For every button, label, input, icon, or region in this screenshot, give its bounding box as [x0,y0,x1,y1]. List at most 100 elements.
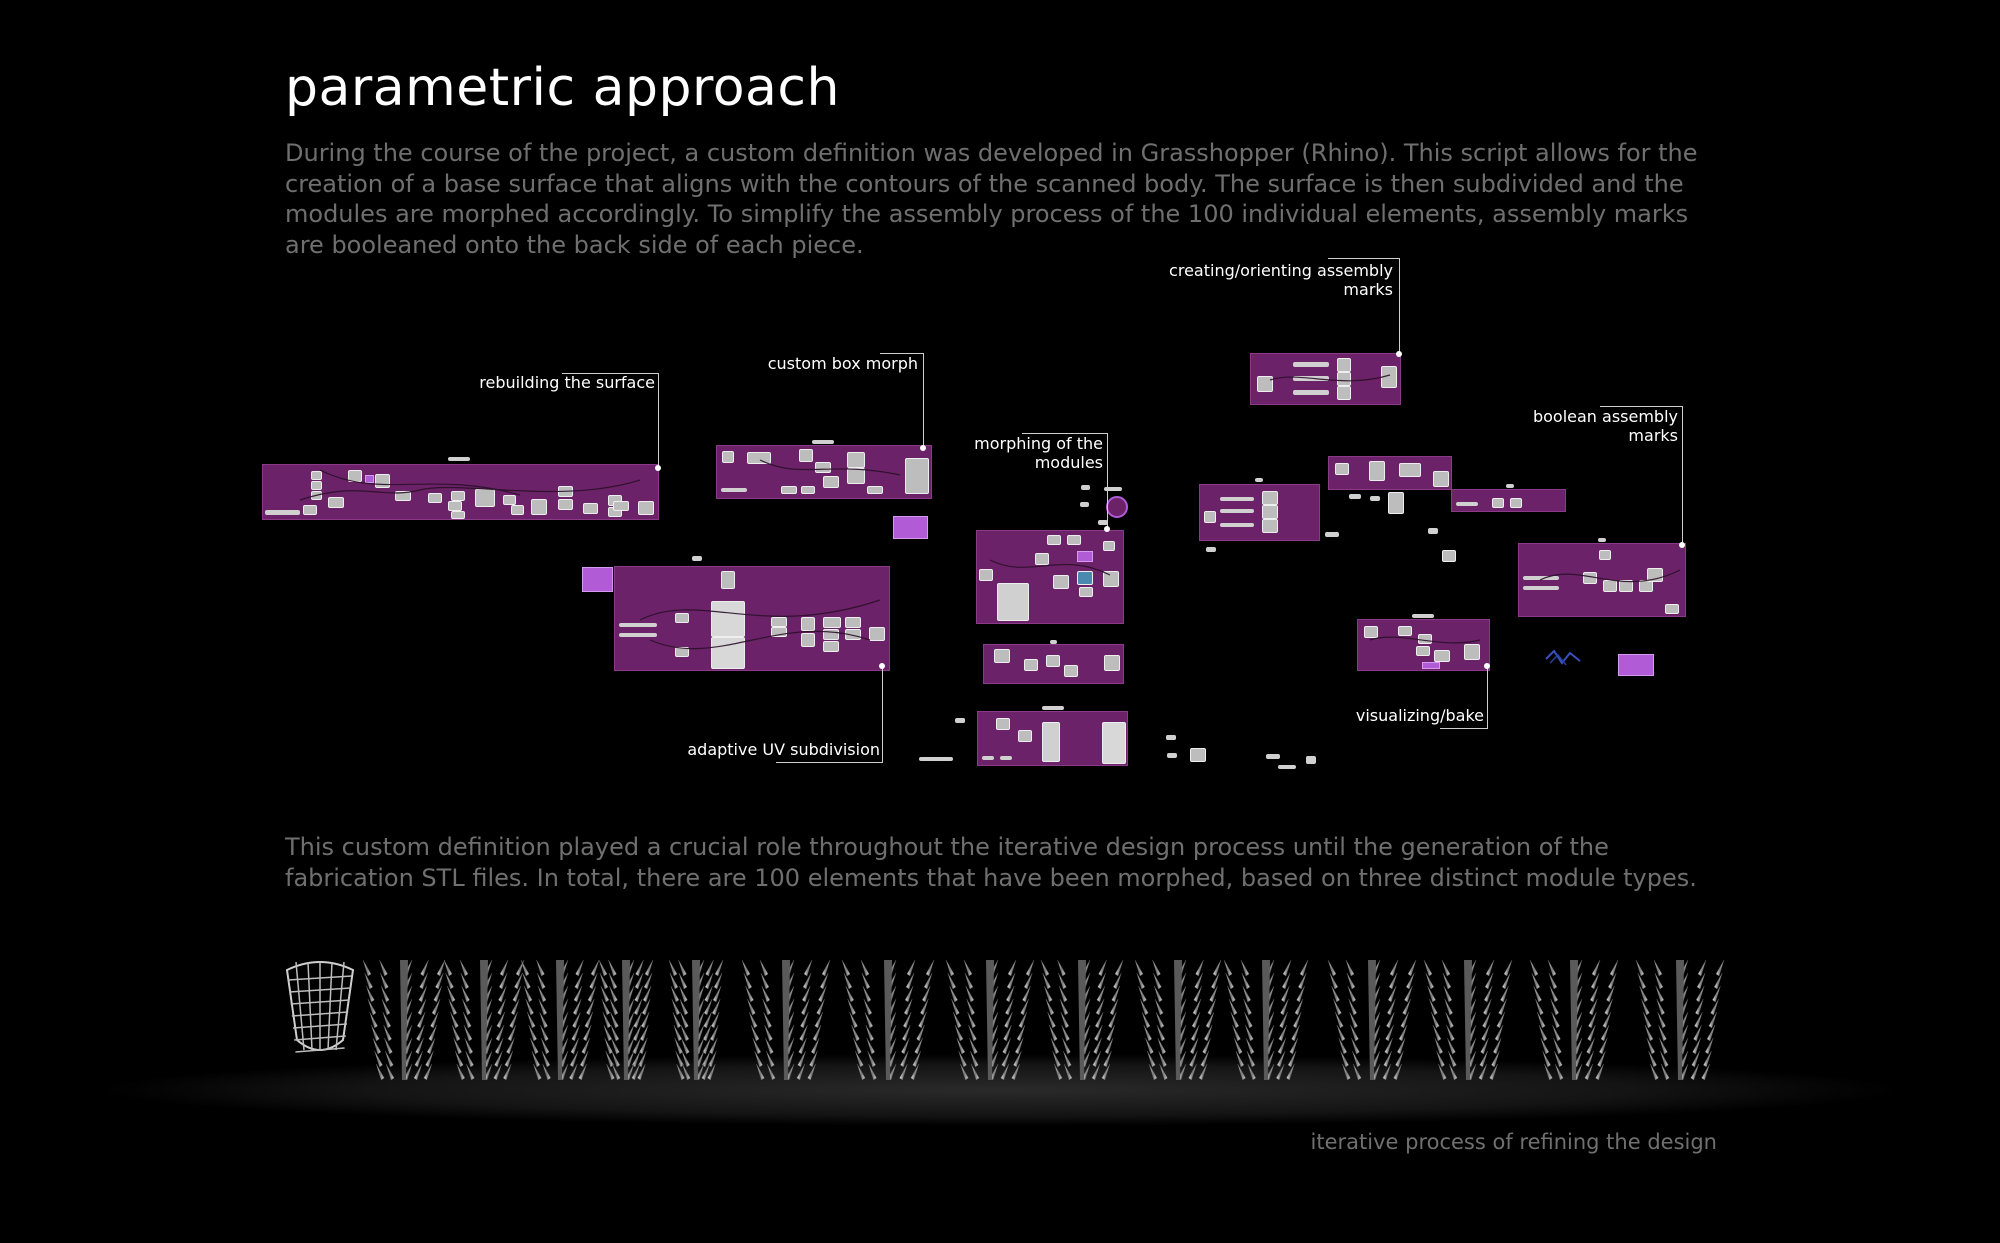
label-morphing-modules: morphing of the modules [900,434,1103,472]
spike-module [415,1037,424,1055]
form-spine [1262,960,1270,1080]
spike-module [1548,972,1558,990]
spike-module [964,972,974,990]
spike-module [425,1050,434,1068]
spike-module [416,1011,426,1029]
iteration-form [285,961,355,1053]
spike-module [1000,1063,1010,1081]
spike-module [1639,985,1648,1003]
iteration-form [1529,959,1619,1081]
spike-module [847,998,857,1016]
spike-module [1278,1024,1287,1042]
component-node [722,451,734,463]
spike-module [1535,998,1544,1016]
spike-module [673,1024,683,1042]
component-node [613,501,629,511]
spike-module [796,1063,806,1081]
spike-module [541,1050,551,1068]
highlight-panel [1618,654,1654,676]
component-node [1370,496,1380,501]
spike-module [819,972,829,990]
spike-module [1287,1050,1297,1068]
component-node [1206,547,1216,552]
spike-module [502,1063,512,1081]
spike-module [969,1037,978,1055]
spike-module [1713,972,1723,990]
spike-module [1022,985,1031,1003]
spike-module [800,1011,809,1029]
spike-module [947,972,957,990]
spike-module [1240,959,1250,977]
spike-module [1148,1063,1158,1081]
spike-module [745,985,754,1003]
spike-module [608,972,618,990]
component-node [1398,626,1412,636]
spike-module [1154,998,1164,1016]
spike-module [459,959,469,977]
component-node [328,497,344,508]
spike-module [1703,1050,1712,1068]
group-mark-transfer [1451,489,1566,512]
component-node [1325,532,1339,537]
spike-module [632,1037,641,1055]
spike-module [1114,959,1124,977]
spike-module [1660,1050,1669,1068]
component-node [1603,580,1617,592]
spike-module [612,1063,621,1081]
component-node [1024,659,1038,671]
spike-module [1156,1024,1166,1042]
spike-module [632,1024,642,1042]
spike-module [531,1050,541,1068]
spike-module [598,959,608,977]
spike-module [1494,1024,1504,1042]
spike-module [708,1050,717,1068]
spike-module [638,1050,647,1068]
component-node [503,495,516,505]
form-spine [884,960,892,1080]
spike-module [845,985,855,1003]
spike-module [676,1063,685,1081]
spike-module [1536,1011,1546,1029]
spike-module [1340,1050,1349,1068]
spike-module [1710,998,1719,1016]
spike-module [530,1037,539,1055]
spike-module [1345,959,1355,977]
spike-module [1715,959,1725,977]
spike-module [633,1011,642,1029]
spike-module [1092,1050,1101,1068]
spike-module [1598,1037,1608,1055]
group-module-output [977,711,1128,766]
spike-module [643,972,653,990]
component-node [303,505,317,515]
spike-module [635,959,644,977]
spike-module [609,998,619,1016]
spike-module [1091,1063,1101,1081]
spike-module [1158,1050,1167,1068]
iteration-form [668,959,724,1081]
spike-module [1200,1050,1209,1068]
spike-module [1154,985,1163,1003]
spike-module [1529,959,1539,977]
component-node [1053,575,1069,589]
label-line: creating/orienting assembly [1169,261,1393,280]
spike-module [754,1050,763,1068]
component-node [1050,640,1057,644]
form-spine [1174,960,1182,1080]
component-node [1166,735,1176,740]
spike-module [1383,1050,1392,1068]
spike-module [923,972,933,990]
spike-module [569,1050,579,1068]
spike-module [426,1037,436,1055]
spike-module [1338,1037,1348,1055]
spike-module [369,1011,378,1029]
spike-module [498,972,508,990]
component-node [996,718,1010,730]
component-node [823,641,839,652]
spike-module [366,985,375,1003]
spike-module [1242,985,1252,1003]
spike-module [1230,1011,1240,1029]
spike-module [1441,959,1451,977]
spike-module [1351,1037,1360,1055]
spike-module [1644,1024,1654,1042]
spike-module [1153,972,1162,990]
